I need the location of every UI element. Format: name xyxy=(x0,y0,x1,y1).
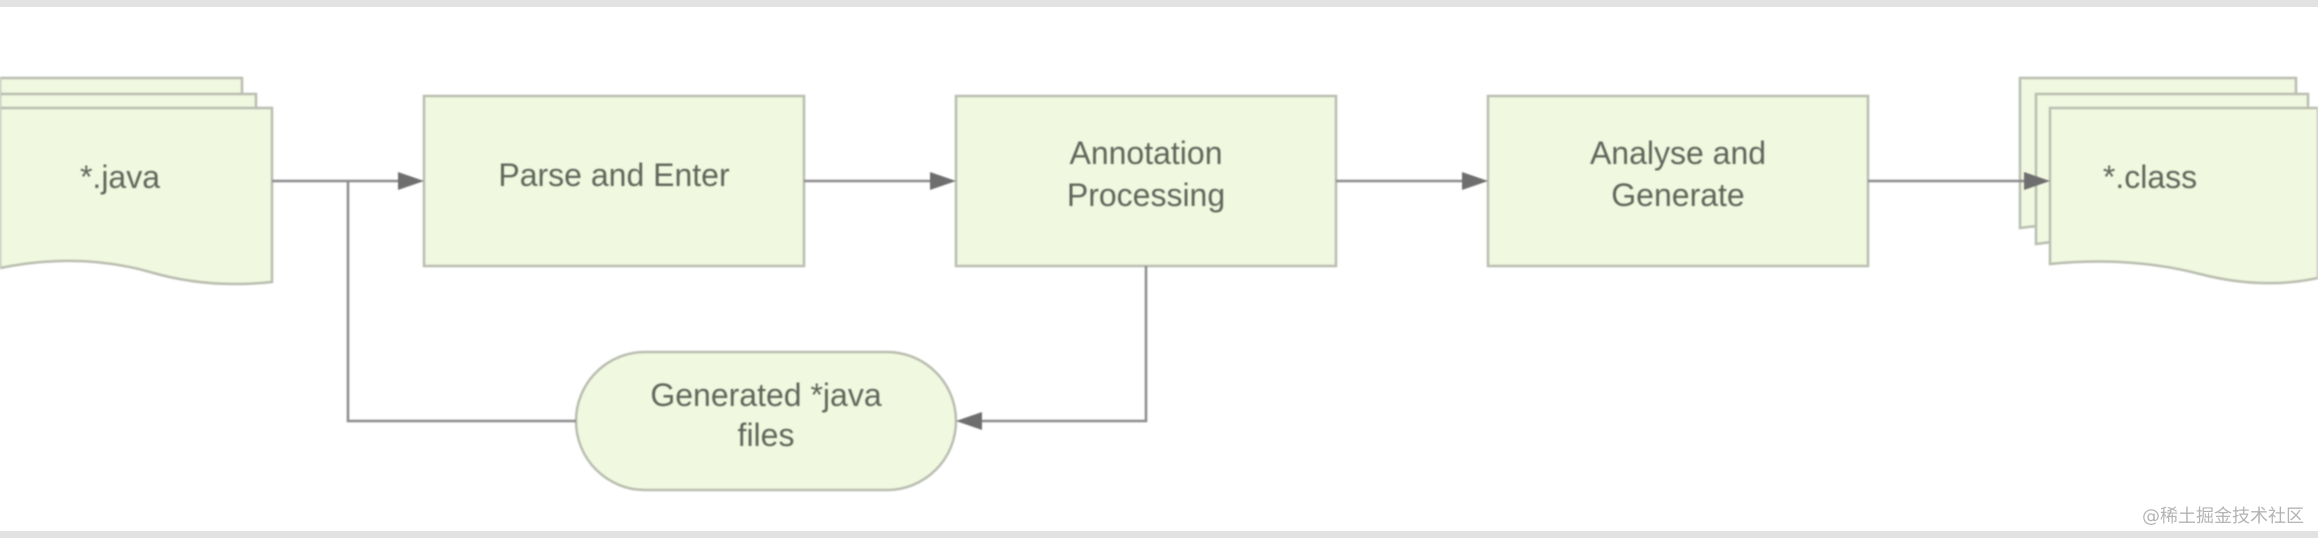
arrowhead-parse-to-annotation xyxy=(930,172,956,190)
analyse-generate-label-line2: Generate xyxy=(1611,177,1744,213)
java-source-label: *.java xyxy=(80,159,160,195)
bottom-border xyxy=(0,531,2318,538)
edge-annotation-to-generated xyxy=(980,266,1148,423)
class-doc-front xyxy=(2048,106,2318,285)
edges xyxy=(272,172,2050,430)
generated-java-label-line2: files xyxy=(738,417,795,453)
generated-java-label-line1: Generated *java xyxy=(650,377,881,413)
parse-enter-box xyxy=(422,94,806,268)
arrowhead-annotation-to-analyse xyxy=(1462,172,1488,190)
annotation-processing-node: Annotation Processing xyxy=(954,94,1338,268)
parse-enter-node: Parse and Enter xyxy=(422,94,806,268)
arrowhead-java-to-parse xyxy=(398,172,424,190)
watermark-text: @稀土掘金技术社区 xyxy=(2142,506,2304,527)
java-source-node: *.java xyxy=(0,76,274,286)
arrowhead-annotation-to-generated xyxy=(956,412,982,430)
class-output-label: *.class xyxy=(2103,159,2197,195)
top-border xyxy=(0,0,2318,7)
generated-java-node: Generated *java files xyxy=(574,350,958,492)
arrowhead-analyse-to-class xyxy=(2024,172,2050,190)
annotation-processing-label-line1: Annotation xyxy=(1069,135,1222,171)
annotation-processing-label-line2: Processing xyxy=(1067,177,1225,213)
analyse-generate-node: Analyse and Generate xyxy=(1486,94,1870,268)
analyse-generate-label-line1: Analyse and xyxy=(1590,135,1766,171)
parse-enter-label: Parse and Enter xyxy=(498,157,730,193)
edge-generated-to-parse xyxy=(346,181,576,423)
class-output-node: *.class xyxy=(2018,76,2318,285)
java-doc-front xyxy=(0,106,274,286)
